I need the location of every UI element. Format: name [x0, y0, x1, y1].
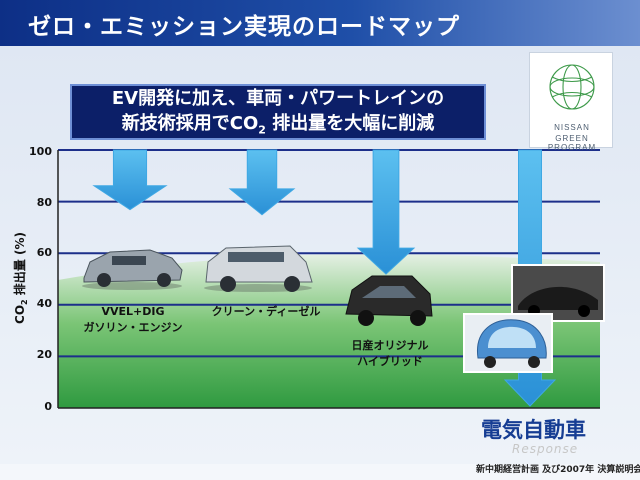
page-title: ゼロ・エミッション実現のロードマップ — [28, 14, 460, 40]
y-tick-40: 40 — [36, 297, 52, 310]
headline-line-2-prefix: 新技術採用でCO — [121, 113, 259, 134]
headline-line-2-suffix: 排出量を大幅に削減 — [265, 113, 435, 134]
y-tick-80: 80 — [36, 196, 52, 209]
nissan-green-program-logo: NISSAN GREEN PROGRAM — [529, 52, 613, 152]
headline-line-1: EV開発に加え、車両・パワートレインの — [111, 88, 445, 109]
y-axis-label-suffix: 排出量 (%) — [12, 232, 27, 300]
logo-text-green-program: GREEN PROGRAM — [547, 134, 597, 152]
category-label-gasoline-line-2: ガソリン・エンジン — [83, 321, 183, 334]
category-label-hybrid-line-2: ハイブリッド — [357, 355, 423, 368]
title-bar: ゼロ・エミッション実現のロードマップ — [0, 0, 640, 46]
y-tick-0: 0 — [44, 400, 52, 413]
globe-icon — [549, 64, 595, 110]
diesel-suv-image — [204, 245, 313, 292]
ev-concept-image — [463, 264, 605, 373]
headline-co2-subscript: 2 — [258, 123, 266, 137]
category-label-hybrid: 日産オリジナル ハイブリッド — [340, 338, 440, 370]
footer-source: 新中期経営計画 及び2007年 決算説明会 — [476, 465, 640, 475]
category-label-gasoline: VVEL+DIG ガソリン・エンジン — [68, 304, 198, 336]
headline-line-2: 新技術採用でCO2 排出量を大幅に削減 — [72, 111, 484, 143]
y-tick-100: 100 — [29, 145, 52, 158]
vehicle-images — [82, 245, 605, 373]
suv-image — [82, 249, 183, 290]
headline-banner: EV開発に加え、車両・パワートレインの 新技術採用でCO2 排出量を大幅に削減 — [70, 84, 486, 140]
watermark: Response — [512, 442, 579, 456]
logo-text-nissan: NISSAN — [554, 123, 590, 132]
y-tick-20: 20 — [36, 348, 52, 361]
reduction-arrow-2 — [228, 149, 296, 216]
hybrid-car-image — [345, 275, 433, 326]
category-label-diesel: クリーン・ディーゼル — [196, 304, 336, 320]
reduction-arrow-3 — [356, 149, 416, 275]
ev-category-label: 電気自動車 — [481, 418, 586, 442]
category-label-hybrid-line-1: 日産オリジナル — [351, 339, 429, 352]
category-label-diesel-line-1: クリーン・ディーゼル — [211, 305, 321, 318]
y-tick-60: 60 — [36, 246, 52, 259]
category-label-gasoline-line-1: VVEL+DIG — [101, 305, 165, 318]
reduction-arrow-1 — [92, 149, 168, 211]
